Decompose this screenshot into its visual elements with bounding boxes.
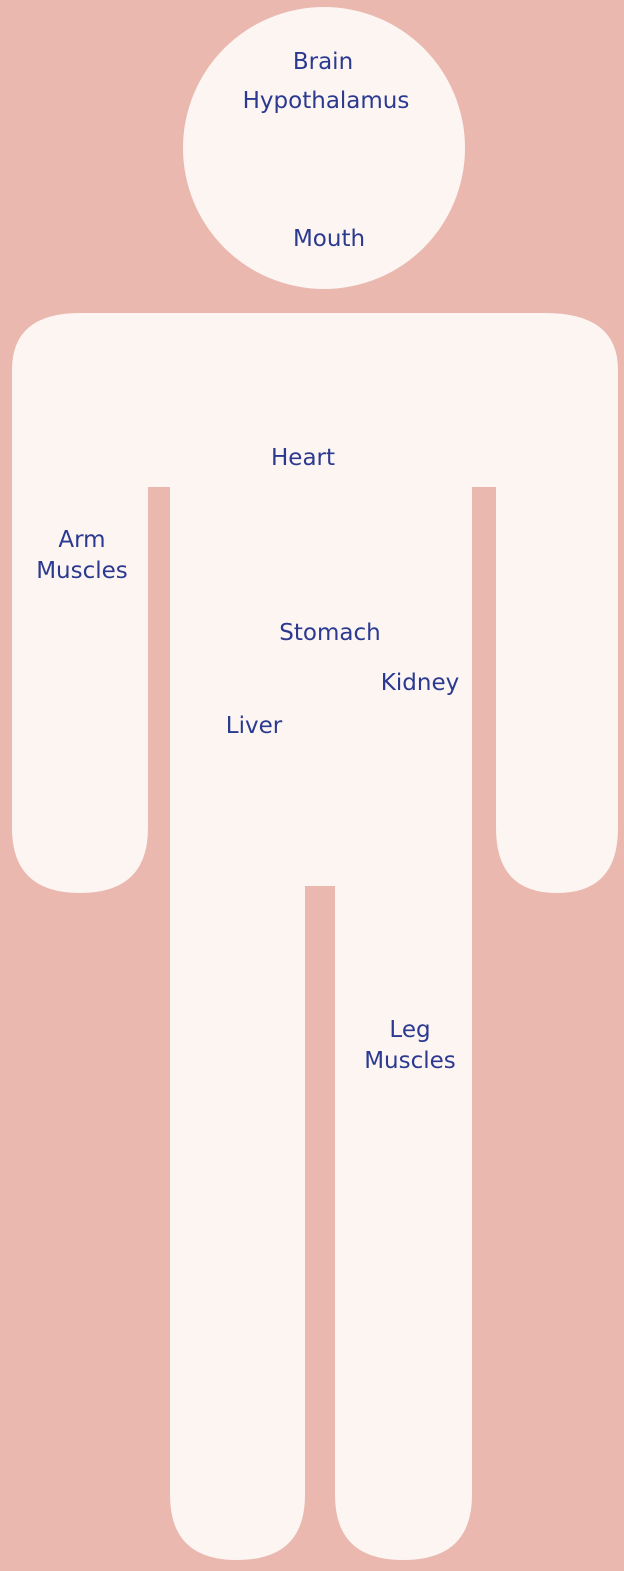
liver-label-text: Liver: [226, 711, 282, 742]
hypothalamus-label: Hypothalamus: [243, 86, 410, 117]
heart-label: Heart: [271, 443, 335, 474]
arm-muscles-label-line1: Arm: [36, 525, 128, 556]
torso-and-arms: [12, 313, 618, 893]
arm-muscles-label-line2: Muscles: [36, 556, 128, 587]
leg-muscles-label: Leg Muscles: [364, 1015, 456, 1077]
mouth-label: Mouth: [293, 224, 365, 255]
heart-label-text: Heart: [271, 443, 335, 474]
right-leg: [335, 880, 472, 1560]
stomach-label: Stomach: [279, 618, 380, 649]
kidney-label: Kidney: [381, 668, 459, 699]
leg-muscles-label-line1: Leg: [364, 1015, 456, 1046]
leg-muscles-label-line2: Muscles: [364, 1046, 456, 1077]
mouth-label-text: Mouth: [293, 224, 365, 255]
right-arm-gap: [472, 487, 496, 893]
stomach-label-text: Stomach: [279, 618, 380, 649]
brain-label: Brain: [293, 47, 353, 78]
kidney-label-text: Kidney: [381, 668, 459, 699]
left-leg: [170, 880, 305, 1560]
hypothalamus-label-text: Hypothalamus: [243, 86, 410, 117]
liver-label: Liver: [226, 711, 282, 742]
leg-gap: [305, 886, 335, 1560]
left-arm-gap: [148, 487, 170, 893]
brain-label-text: Brain: [293, 47, 353, 78]
arm-muscles-label: Arm Muscles: [36, 525, 128, 587]
